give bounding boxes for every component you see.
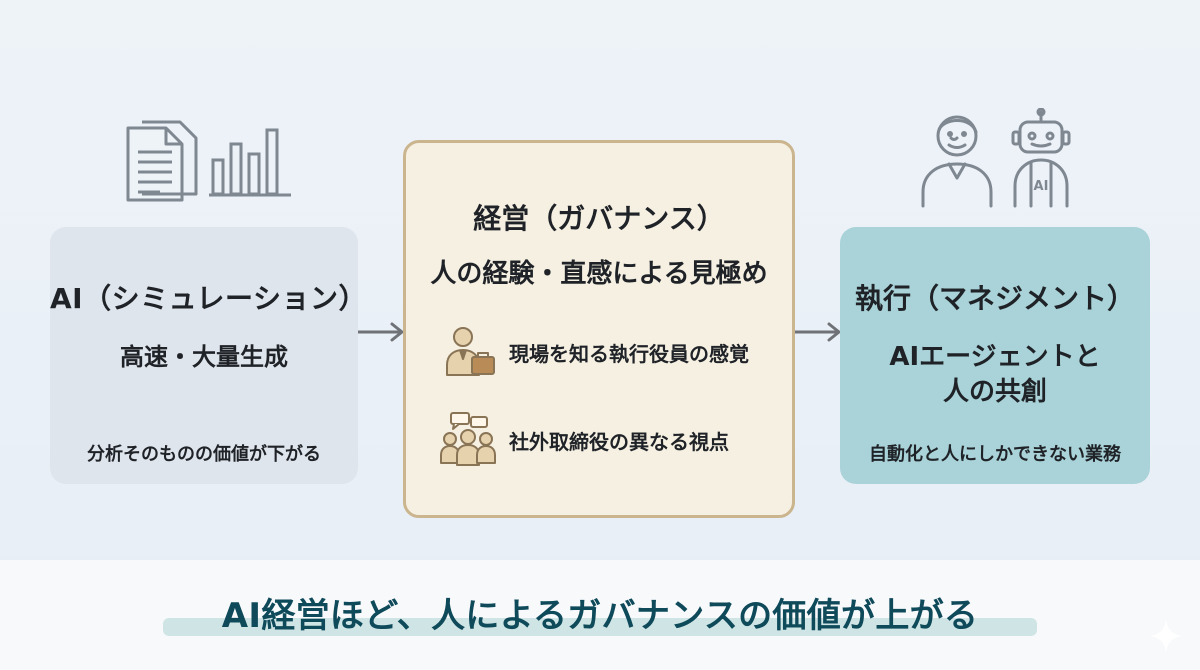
ai-simulation-subtitle: 高速・大量生成 [120,343,288,371]
meeting-group-icon [440,412,496,466]
person-and-robot-icon: AI [921,108,1071,208]
sparkle-icon [1150,620,1182,652]
headline: AI経営ほど、人によるガバナンスの価値が上がる [221,596,979,636]
executive-with-briefcase-icon [446,327,495,376]
ai-simulation-note: 分析そのものの価値が下がる [87,444,321,465]
documents-icon [126,120,198,202]
ai-simulation-box: AI（シミュレーション） 高速・大量生成 分析そのものの価値が下がる [50,227,367,484]
governance-box: 経営（ガバナンス） 人の経験・直感による見極め 現場を知る執行役員の感覚 [403,140,795,518]
management-line-1: AIエージェントと [889,342,1101,372]
governance-title: 経営（ガバナンス） [473,202,725,235]
governance-subtitle: 人の経験・直感による見極め [430,259,768,289]
bottom-banner [0,560,1200,670]
governance-item-executives-label: 現場を知る執行役員の感覚 [509,341,749,366]
robot-icon [1011,108,1071,208]
headline-highlight [163,618,1037,636]
management-box: 執行（マネジメント） AIエージェントと 人の共創 自動化と人にしかできない業務 [840,227,1150,484]
bar-chart-icon [209,128,291,197]
governance-item-executives: 現場を知る執行役員の感覚 [439,323,749,381]
arrow-right-icon [358,322,404,342]
ai-simulation-title: AI（シミュレーション） [50,282,367,315]
governance-item-outside-directors: 社外取締役の異なる視点 [439,411,729,469]
management-note: 自動化と人にしかできない業務 [869,444,1121,465]
governance-item-outside-directors-label: 社外取締役の異なる視点 [509,429,729,454]
management-line-2: 人の共創 [942,377,1047,407]
arrow-right-icon [795,322,841,342]
robot-label: AI [1034,179,1049,194]
management-title: 執行（マネジメント） [854,282,1135,315]
person-icon [921,115,993,208]
